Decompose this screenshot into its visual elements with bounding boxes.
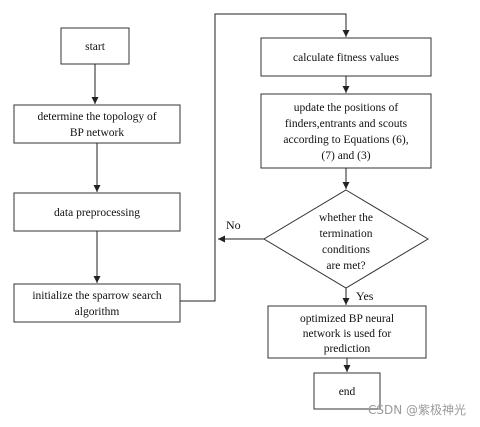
node-decision-text-4: are met? bbox=[326, 260, 365, 272]
node-decision-text-2: termination bbox=[319, 228, 372, 240]
node-start-text: start bbox=[85, 41, 106, 53]
node-initialize-text-2: algorithm bbox=[75, 306, 120, 318]
node-preprocessing-text: data preprocessing bbox=[54, 207, 140, 219]
edge-label-no: No bbox=[226, 218, 241, 232]
node-update-text-4: (7) and (3) bbox=[321, 150, 370, 162]
node-optimized-text-3: prediction bbox=[324, 343, 371, 355]
node-optimized-text-1: optimized BP neural bbox=[300, 313, 394, 325]
node-topology-text-2: BP network bbox=[70, 127, 124, 139]
node-update-text-3: according to Equations (6), bbox=[283, 134, 408, 146]
node-fitness: calculate fitness values bbox=[260, 37, 432, 77]
node-topology-text-1: determine the topology of bbox=[37, 111, 156, 123]
node-decision-text-1: whether the bbox=[319, 212, 373, 224]
node-initialize: initialize the sparrow search algorithm bbox=[13, 283, 181, 323]
node-end-text: end bbox=[339, 386, 356, 398]
node-optimized: optimized BP neural network is used for … bbox=[267, 305, 427, 359]
node-fitness-text: calculate fitness values bbox=[293, 52, 400, 64]
edge-initialize-to-fitness bbox=[180, 13, 350, 302]
node-decision: whether the termination conditions are m… bbox=[263, 189, 429, 289]
node-initialize-text-1: initialize the sparrow search bbox=[32, 290, 162, 302]
node-update-text-1: update the positions of bbox=[294, 102, 399, 114]
edge-label-yes: Yes bbox=[356, 289, 374, 303]
node-optimized-text-2: network is used for bbox=[303, 328, 392, 340]
node-start: start bbox=[60, 27, 130, 65]
node-decision-text-3: conditions bbox=[322, 244, 370, 256]
watermark-text: CSDN @紫极神光 bbox=[368, 403, 466, 417]
node-topology: determine the topology of BP network bbox=[13, 104, 181, 144]
node-end: end bbox=[313, 372, 381, 410]
node-update-text-2: finders,entrants and scouts bbox=[285, 118, 408, 130]
node-update: update the positions of finders,entrants… bbox=[260, 93, 432, 169]
node-preprocessing: data preprocessing bbox=[13, 192, 181, 232]
